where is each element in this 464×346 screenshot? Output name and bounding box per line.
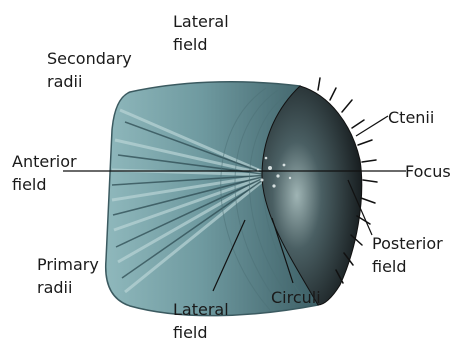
label-secondary-radii: Secondaryradii	[47, 47, 132, 93]
label-primary-radii: Primaryradii	[37, 253, 99, 299]
label-focus: Focus	[405, 160, 451, 183]
label-ctenii: Ctenii	[388, 106, 434, 129]
label-posterior-field: Posteriorfield	[372, 232, 443, 278]
label-lateral-field-bottom: Lateralfield	[173, 298, 229, 344]
label-circuli: Circuli	[271, 286, 321, 309]
label-anterior-field: Anteriorfield	[12, 150, 77, 196]
label-lateral-field-top: Lateralfield	[173, 10, 229, 56]
leader-ctenii	[356, 116, 388, 136]
